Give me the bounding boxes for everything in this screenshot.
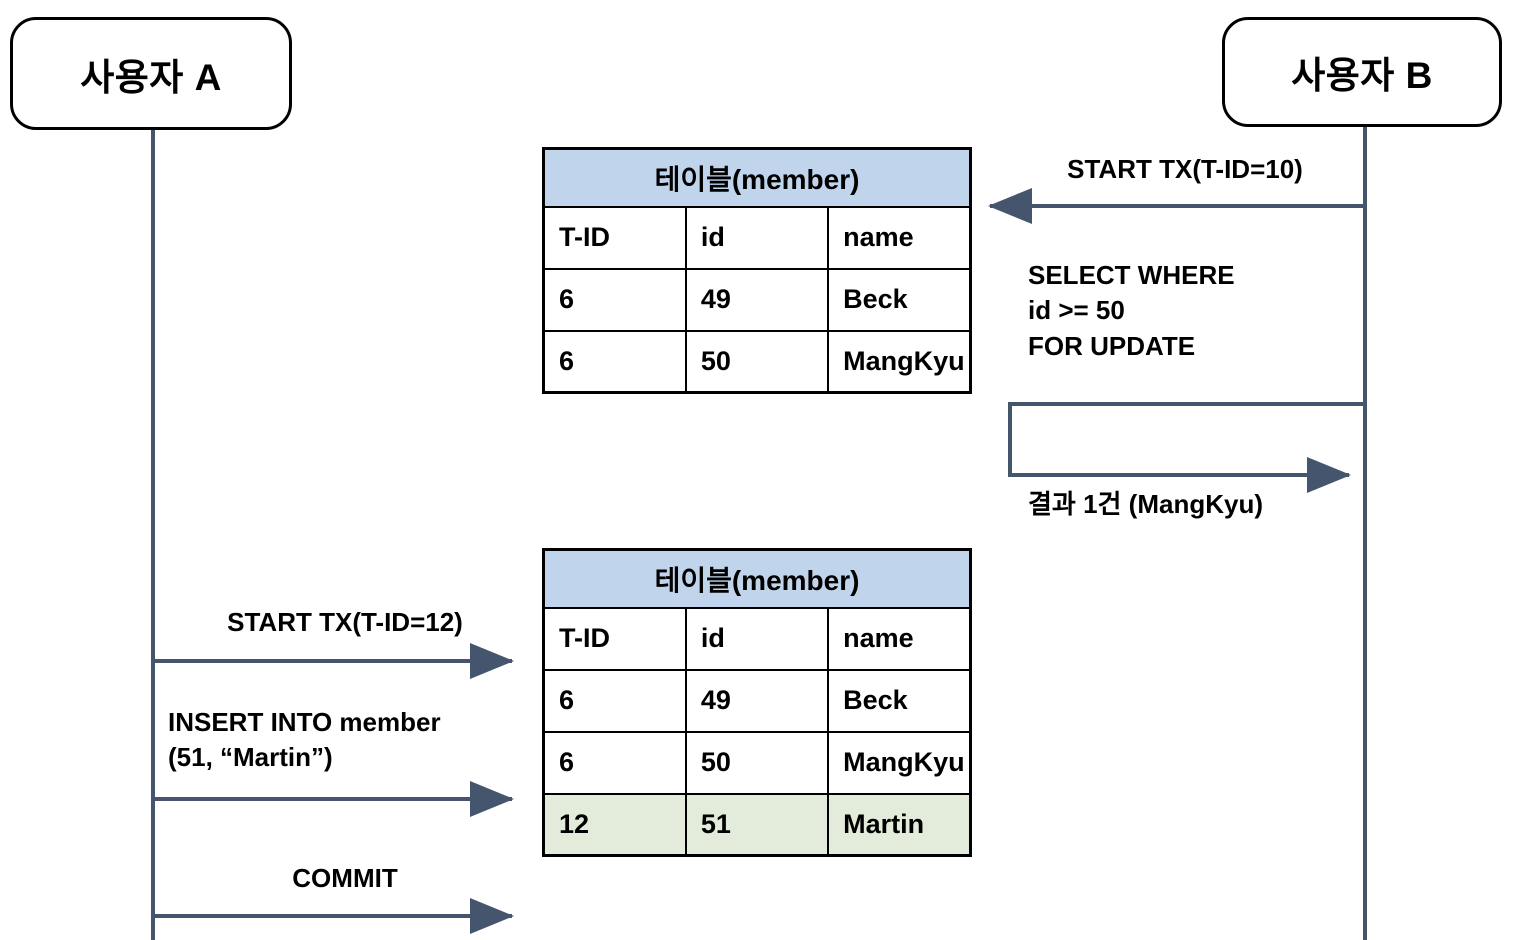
table-row: 6 49 Beck [542, 668, 972, 733]
actor-box-user-b[interactable]: 사용자 B [1222, 17, 1502, 127]
member-table-before-insert: 테이블(member) T-ID id name 6 49 Beck 6 50 … [542, 147, 972, 394]
cell-tid: 6 [542, 668, 687, 733]
table-row-highlighted: 12 51 Martin [542, 792, 972, 857]
table-caption: 테이블(member) [542, 548, 972, 609]
column-header-name: name [827, 606, 972, 671]
cell-tid: 6 [542, 730, 687, 795]
table-caption: 테이블(member) [542, 147, 972, 208]
message-label-a-commit: COMMIT [292, 863, 398, 893]
cell-tid: 12 [542, 792, 687, 857]
table-header-row: T-ID id name [542, 205, 972, 270]
column-header-id: id [684, 606, 830, 671]
cell-id: 50 [684, 730, 830, 795]
column-header-tid: T-ID [542, 606, 687, 671]
cell-name: Beck [827, 668, 972, 733]
column-header-id: id [684, 205, 830, 270]
table-caption-row: 테이블(member) [542, 147, 972, 208]
table-row: 6 50 MangKyu [542, 730, 972, 795]
message-label-a-insert: INSERT INTO member (51, “Martin”) [168, 707, 441, 773]
cell-name: Martin [827, 792, 972, 857]
message-label-b-start-tx: START TX(T-ID=10) [1067, 154, 1303, 184]
cell-id: 50 [684, 329, 830, 394]
column-header-tid: T-ID [542, 205, 687, 270]
message-label-a-start-tx: START TX(T-ID=12) [227, 607, 463, 637]
cell-name: MangKyu [827, 329, 972, 394]
cell-id: 49 [684, 267, 830, 332]
member-table-after-insert: 테이블(member) T-ID id name 6 49 Beck 6 50 … [542, 548, 972, 857]
message-label-b-select: SELECT WHERE id >= 50 FOR UPDATE [1028, 260, 1235, 361]
cell-id: 49 [684, 668, 830, 733]
message-label-b-result: 결과 1건 (MangKyu) [1028, 489, 1263, 519]
cell-name: MangKyu [827, 730, 972, 795]
actor-label-user-a: 사용자 A [80, 56, 222, 98]
table-header-row: T-ID id name [542, 606, 972, 671]
arrow-b-select-roundtrip [1008, 402, 1365, 493]
cell-tid: 6 [542, 267, 687, 332]
actor-label-user-b: 사용자 B [1291, 55, 1433, 96]
cell-id: 51 [684, 792, 830, 857]
cell-name: Beck [827, 267, 972, 332]
table-row: 6 49 Beck [542, 267, 972, 332]
column-header-name: name [827, 205, 972, 270]
actor-box-user-a[interactable]: 사용자 A [10, 17, 292, 130]
cell-tid: 6 [542, 329, 687, 394]
table-row: 6 50 MangKyu [542, 329, 972, 394]
table-caption-row: 테이블(member) [542, 548, 972, 609]
